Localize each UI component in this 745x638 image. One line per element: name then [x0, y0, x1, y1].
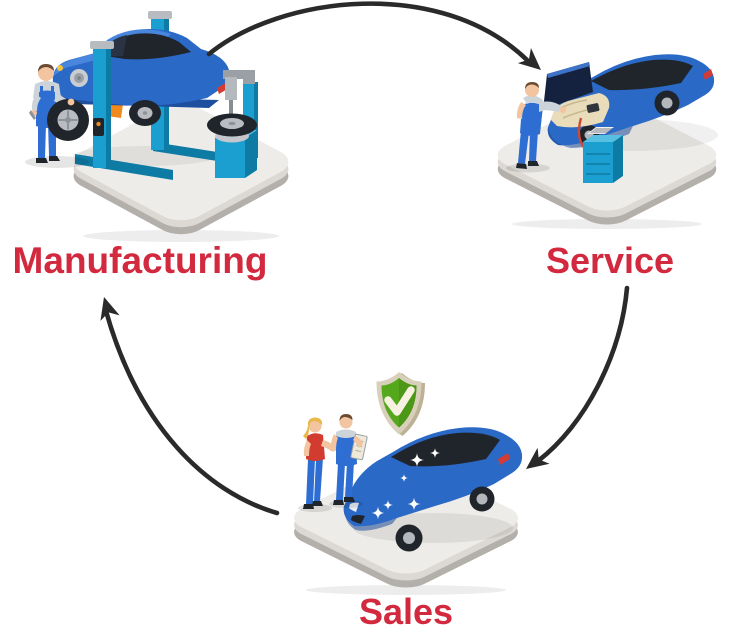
salesman-head: [339, 415, 353, 429]
headlight: [349, 502, 359, 512]
sparkles: [371, 448, 440, 520]
arrowhead-to-manufacturing: [100, 297, 120, 321]
engine-bay: [551, 93, 610, 128]
manufacturing-label: Manufacturing: [12, 240, 268, 281]
sales-illustration: [294, 372, 523, 595]
customer-woman: [298, 417, 336, 512]
tire-changing-machine: [207, 70, 258, 178]
diagnostic-cart: [577, 117, 623, 183]
mechanic-head: [525, 83, 539, 97]
car-front-shade: [343, 506, 397, 531]
check-icon: [384, 386, 415, 416]
laptop: [587, 127, 614, 134]
manufacturing-illustration: [25, 11, 289, 242]
wrench: [29, 110, 36, 120]
engine-block: [586, 103, 600, 113]
mechanic-head: [38, 65, 54, 81]
taillight: [498, 453, 510, 465]
woman-head: [308, 419, 322, 433]
new-car: [343, 427, 523, 552]
lift-front-post: [90, 41, 114, 168]
service-illustration: [497, 54, 718, 229]
sales-label: Sales: [358, 591, 454, 632]
arrow-sales-to-manufacturing: [103, 308, 280, 516]
platform-shadow: [306, 585, 506, 595]
service-label: Service: [545, 240, 675, 281]
grille: [351, 515, 365, 524]
service-mechanic: [506, 82, 567, 173]
salesman: [329, 414, 368, 508]
spare-tire: [47, 99, 89, 141]
approved-shield: [376, 372, 425, 436]
mounted-wheel: [129, 100, 161, 126]
car-with-open-hood: [543, 54, 715, 148]
exposed-wheel-hub: [70, 69, 88, 87]
taillight: [703, 69, 713, 80]
platform-shadow: [83, 230, 279, 242]
mechanic-with-tire: [25, 64, 89, 168]
car-windows: [591, 59, 693, 91]
headlight: [57, 65, 63, 71]
